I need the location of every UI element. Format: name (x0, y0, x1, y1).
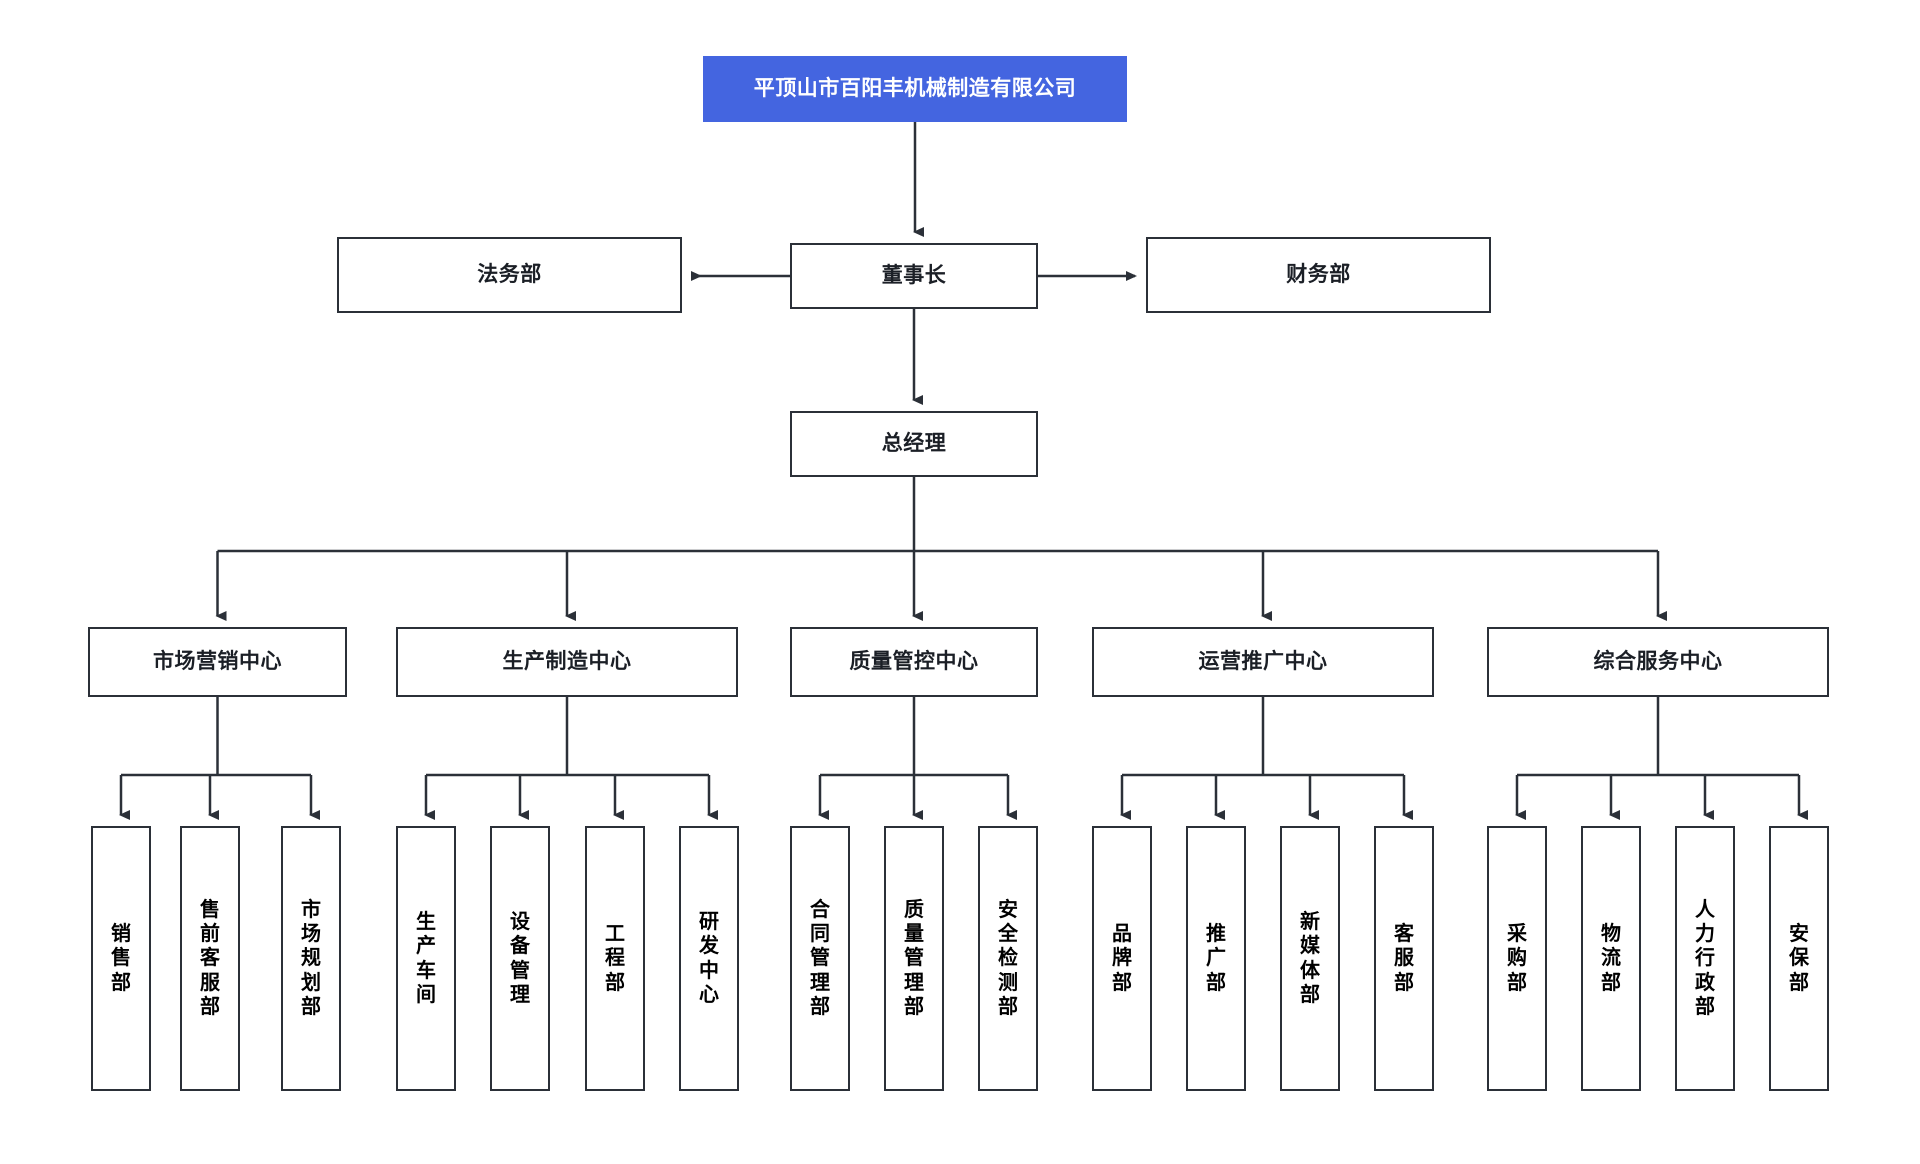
node-label-leaf-1-1: 销 售 部 (111, 922, 131, 994)
node-leaf-5-3[interactable]: 人 力 行 政 部 (1675, 826, 1735, 1091)
node-label-leaf-4-4: 客 服 部 (1394, 922, 1414, 994)
node-leaf-3-3[interactable]: 安 全 检 测 部 (978, 826, 1038, 1091)
node-leaf-4-1[interactable]: 品 牌 部 (1092, 826, 1152, 1091)
node-label-company: 平顶山市百阳丰机械制造有限公司 (753, 76, 1077, 100)
node-leaf-2-3[interactable]: 工 程 部 (585, 826, 645, 1091)
node-chairman[interactable]: 董事长 (790, 243, 1038, 309)
node-center-1[interactable]: 市场营销中心 (88, 627, 347, 697)
node-leaf-5-2[interactable]: 物 流 部 (1581, 826, 1641, 1091)
node-leaf-4-3[interactable]: 新 媒 体 部 (1280, 826, 1340, 1091)
node-label-leaf-1-3: 市 场 规 划 部 (301, 898, 321, 1019)
node-leaf-5-1[interactable]: 采 购 部 (1487, 826, 1547, 1091)
node-finance-department[interactable]: 财务部 (1146, 237, 1491, 313)
node-label-leaf-1-2: 售 前 客 服 部 (200, 898, 220, 1019)
node-label-center-1: 市场营销中心 (153, 649, 282, 673)
node-label-center-2: 生产制造中心 (502, 649, 632, 673)
node-leaf-4-2[interactable]: 推 广 部 (1186, 826, 1246, 1091)
node-label-leaf-5-3: 人 力 行 政 部 (1695, 898, 1715, 1019)
node-label-leaf-2-3: 工 程 部 (605, 922, 625, 994)
node-leaf-2-1[interactable]: 生 产 车 间 (396, 826, 456, 1091)
node-label-leaf-5-2: 物 流 部 (1601, 922, 1621, 994)
node-label-center-4: 运营推广中心 (1198, 649, 1328, 673)
node-leaf-2-2[interactable]: 设 备 管 理 (490, 826, 550, 1091)
node-label-chairman: 董事长 (881, 263, 947, 287)
node-leaf-1-2[interactable]: 售 前 客 服 部 (180, 826, 240, 1091)
node-center-4[interactable]: 运营推广中心 (1092, 627, 1434, 697)
node-label-leaf-2-4: 研 发 中 心 (699, 910, 719, 1006)
node-label-leaf-4-2: 推 广 部 (1206, 922, 1226, 994)
node-label-leaf-2-1: 生 产 车 间 (416, 910, 436, 1006)
node-label-leaf-5-4: 安 保 部 (1789, 922, 1809, 994)
node-label-legal: 法务部 (477, 262, 542, 286)
node-leaf-4-4[interactable]: 客 服 部 (1374, 826, 1434, 1091)
node-label-leaf-5-1: 采 购 部 (1507, 922, 1527, 994)
node-center-5[interactable]: 综合服务中心 (1487, 627, 1829, 697)
node-leaf-3-2[interactable]: 质 量 管 理 部 (884, 826, 944, 1091)
node-label-leaf-2-2: 设 备 管 理 (510, 910, 530, 1006)
node-label-finance: 财务部 (1286, 262, 1351, 286)
node-center-3[interactable]: 质量管控中心 (790, 627, 1038, 697)
node-label-leaf-3-1: 合 同 管 理 部 (810, 898, 830, 1019)
node-general-manager[interactable]: 总经理 (790, 411, 1038, 477)
node-center-2[interactable]: 生产制造中心 (396, 627, 738, 697)
node-leaf-3-1[interactable]: 合 同 管 理 部 (790, 826, 850, 1091)
node-label-center-3: 质量管控中心 (849, 649, 979, 673)
node-leaf-5-4[interactable]: 安 保 部 (1769, 826, 1829, 1091)
node-label-leaf-3-2: 质 量 管 理 部 (904, 898, 924, 1019)
node-leaf-1-3[interactable]: 市 场 规 划 部 (281, 826, 341, 1091)
node-legal-department[interactable]: 法务部 (337, 237, 682, 313)
node-label-leaf-4-1: 品 牌 部 (1112, 922, 1132, 994)
node-label-general-manager: 总经理 (881, 431, 947, 455)
node-leaf-2-4[interactable]: 研 发 中 心 (679, 826, 739, 1091)
node-leaf-1-1[interactable]: 销 售 部 (91, 826, 151, 1091)
node-company-root[interactable]: 平顶山市百阳丰机械制造有限公司 (703, 56, 1127, 122)
node-label-leaf-3-3: 安 全 检 测 部 (998, 898, 1018, 1019)
node-label-center-5: 综合服务中心 (1593, 649, 1723, 673)
node-label-leaf-4-3: 新 媒 体 部 (1300, 910, 1320, 1006)
